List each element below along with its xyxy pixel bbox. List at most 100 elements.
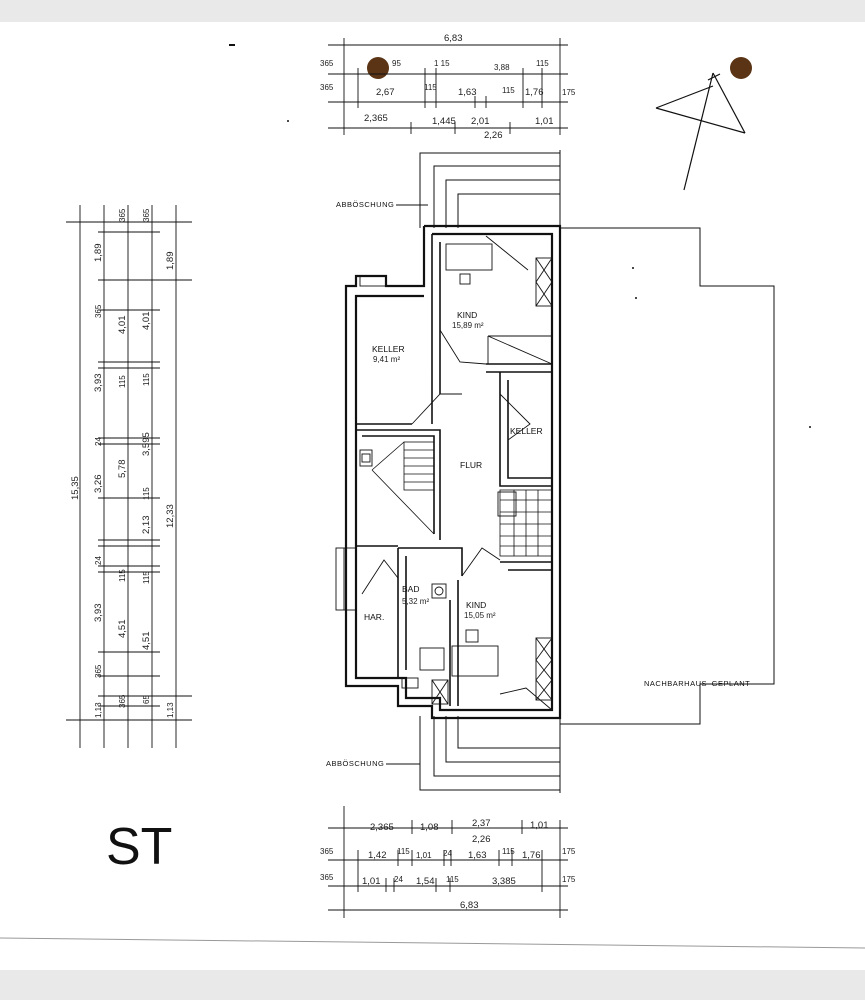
left-dim-c2-2: 115 — [118, 569, 127, 582]
bottom-dim-r2-h: 1,76 — [522, 850, 541, 861]
building-inner-walls — [355, 234, 552, 706]
bottom-dim-r2-d: 1,01 — [416, 851, 432, 860]
building-outer-walls — [344, 224, 562, 720]
top-dim-r2-e: 115 — [502, 86, 515, 95]
bottom-dimension-chain — [328, 806, 568, 918]
room-kind-top: KIND — [457, 310, 477, 320]
bottom-dim-r1-b: 1,08 — [420, 822, 439, 833]
bottom-dim-r3-a: 365 — [320, 873, 334, 882]
top-dim-r2-g: 175 — [562, 88, 576, 97]
left-dim-c3-0: 65 — [142, 695, 151, 704]
left-dimension-chain — [66, 205, 192, 748]
room-keller-left-area: 9,41 m² — [373, 355, 400, 364]
left-dim-c1-6: 3,93 — [93, 374, 104, 393]
left-dim-c3-6: 115 — [142, 373, 151, 386]
stairs-left — [371, 441, 435, 535]
top-dim-r1-e: 115 — [536, 59, 549, 68]
left-dim-c1-3: 24 — [94, 556, 103, 565]
pin-left-icon — [367, 57, 389, 79]
bottom-dim-r3-f: 3,385 — [492, 876, 516, 887]
bottom-dim-r1-c: 2,37 — [472, 818, 491, 829]
bottom-dim-r3-b: 1,01 — [362, 876, 381, 887]
bottom-dim-r3-d: 1,54 — [416, 876, 435, 887]
left-dim-c1-0: 1,13 — [94, 702, 103, 718]
bottom-dim-r2-i: 175 — [562, 847, 576, 856]
left-dim-c2-1: 4,51 — [117, 620, 128, 639]
bottom-dim-r1-d: 1,01 — [530, 820, 549, 831]
room-kind-bottom-area: 15,05 m² — [464, 611, 496, 620]
left-dim-c2-extra-1: 5,78 — [117, 460, 128, 479]
neighbour-house-outline — [560, 227, 775, 725]
left-dim-c3-4: 115 — [142, 487, 151, 500]
floor-plan-drawing: 6,83 365 95 1 15 3,88 115 365 2,67 115 1… — [0, 33, 865, 949]
embankment-bottom — [419, 716, 561, 793]
left-dim-c3-2: 115 — [142, 571, 151, 584]
bottom-dim-r2-g: 115 — [502, 847, 515, 856]
top-dim-r3-d: 1,01 — [535, 116, 554, 127]
left-dim-total: 15,35 — [70, 476, 81, 500]
left-dim-c4-0: 1,13 — [166, 702, 175, 718]
left-dim-c4-2: 1,89 — [165, 252, 176, 271]
room-keller-left: KELLER — [372, 344, 405, 354]
left-dim-c4-1: 12,33 — [165, 504, 176, 528]
room-flur: FLUR — [460, 460, 482, 470]
page-label: ST — [106, 818, 172, 876]
top-dim-r1-c: 1 15 — [434, 59, 450, 68]
left-dim-c1-1: 365 — [94, 664, 103, 678]
crossed-boxes — [431, 257, 553, 705]
top-dim-r2-d: 1,63 — [458, 87, 477, 98]
top-dim-overall: 6,83 — [444, 33, 463, 44]
fixtures — [335, 243, 517, 689]
top-dim-r3-sub: 2,26 — [484, 130, 503, 141]
room-kind-top-area: 15,89 m² — [452, 321, 484, 330]
left-dim-c1-2: 3,93 — [93, 604, 104, 623]
abboeschung-top-label: ABBÖSCHUNG — [336, 200, 394, 209]
left-dim-c1-8: 1,89 — [93, 244, 104, 263]
top-dim-r2-a: 365 — [320, 83, 334, 92]
paper-sheet: 6,83 365 95 1 15 3,88 115 365 2,67 115 1… — [0, 22, 865, 970]
embankment-top — [419, 150, 561, 228]
bottom-dim-r3-e: 115 — [446, 875, 459, 884]
room-keller-right: KELLER — [510, 426, 543, 436]
left-dim-c3-3: 2,13 — [141, 516, 152, 535]
room-har: HAR. — [364, 612, 384, 622]
bottom-dim-r2-f: 1,63 — [468, 850, 487, 861]
paper-bottom-edge — [0, 937, 865, 949]
room-bad: BAD — [402, 584, 419, 594]
top-dim-r2-f: 1,76 — [525, 87, 544, 98]
top-dim-r3-c: 2,01 — [471, 116, 490, 127]
door-swings — [361, 235, 553, 711]
bottom-dim-r2-c: 115 — [397, 847, 410, 856]
room-bad-area: 5,32 m² — [402, 597, 429, 606]
left-dim-c1-5: 24 — [94, 437, 103, 446]
north-arrow-icon — [655, 72, 746, 191]
stairs-right — [499, 489, 553, 557]
left-dimension-labels: 15,35 1,13 365 3,93 24 3,26 24 3,93 365 … — [70, 208, 176, 718]
bottom-dim-r3-g: 175 — [562, 875, 576, 884]
top-dim-r1-a: 365 — [320, 59, 334, 68]
bottom-dim-r2-e: 24 — [443, 849, 452, 858]
bottom-dim-r2-b: 1,42 — [368, 850, 387, 861]
abboeschung-bottom-label: ABBÖSCHUNG — [326, 759, 384, 768]
left-dim-c2-4: 115 — [118, 375, 127, 388]
bottom-dim-overall: 6,83 — [460, 900, 479, 911]
left-dim-c3-5: 3,595 — [141, 432, 152, 456]
top-dim-r1-d: 3,88 — [494, 63, 510, 72]
room-kind-bottom: KIND — [466, 600, 486, 610]
top-dim-r2-b: 2,67 — [376, 87, 395, 98]
left-dim-c2-extra-0: 4,01 — [117, 316, 128, 335]
top-dim-r3-a: 2,365 — [364, 113, 388, 124]
top-dim-r1-b: 95 — [392, 59, 401, 68]
ink-dots — [229, 44, 811, 428]
pin-right-icon — [730, 57, 752, 79]
left-dim-c3-7: 4,01 — [141, 312, 152, 331]
bottom-dim-r1-sub: 2,26 — [472, 834, 491, 845]
left-dim-c3-1: 4,51 — [141, 632, 152, 651]
bottom-dim-r2-a: 365 — [320, 847, 334, 856]
left-dim-c1-7: 365 — [94, 304, 103, 318]
top-dimension-chain — [328, 38, 568, 135]
nachbarhaus-label: NACHBARHAUS–GEPLANT — [644, 679, 750, 688]
top-dim-r3-b: 1,445 — [432, 116, 456, 127]
left-dim-c2-0: 365 — [118, 694, 127, 708]
bottom-dim-r3-c: 24 — [394, 875, 403, 884]
